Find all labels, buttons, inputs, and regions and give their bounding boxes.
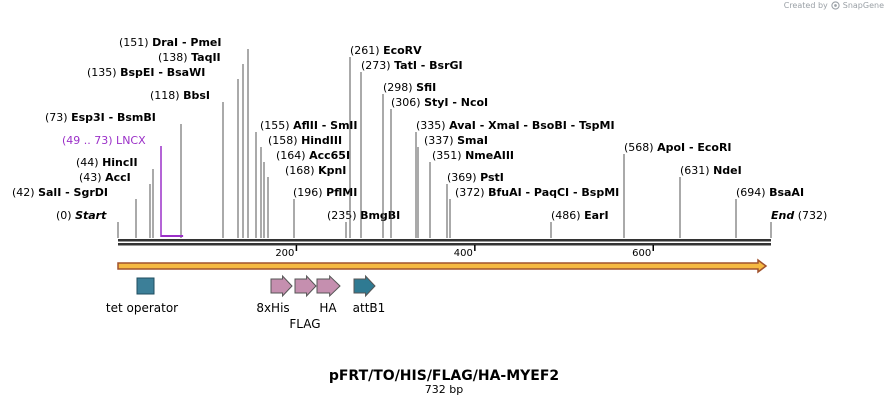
- site-acci[interactable]: (43) AccI: [79, 171, 151, 238]
- site-label-text: (298) SfiI: [383, 81, 436, 94]
- site-label-text: End (732): [771, 209, 827, 222]
- site-apoi[interactable]: (568) ApoI - EcoRI: [623, 141, 732, 238]
- site-kpni[interactable]: (168) KpnI: [267, 164, 346, 238]
- feature-name-label: FLAG: [289, 317, 320, 331]
- ruler-tick-label: 400: [454, 248, 473, 259]
- site-eari[interactable]: (486) EarI: [550, 209, 609, 238]
- feature-name-label: tet operator: [106, 301, 178, 315]
- site-psti[interactable]: (369) PstI: [446, 171, 504, 238]
- ruler-tick-400: 400: [454, 245, 476, 259]
- site-taqii[interactable]: (138) TaqII: [158, 51, 244, 238]
- site-acc65i[interactable]: (164) Acc65I: [263, 149, 350, 238]
- site-label-text: (168) KpnI: [285, 164, 346, 177]
- site-ecorv[interactable]: (261) EcoRV: [349, 44, 422, 238]
- site-hindiii[interactable]: (158) HindIII: [260, 134, 342, 238]
- site-label-text: (351) NmeAIII: [432, 149, 514, 162]
- site-nmeaiii[interactable]: (351) NmeAIII: [429, 149, 514, 238]
- site-label-text: (261) EcoRV: [350, 44, 422, 57]
- site-label-text: (0) Start: [56, 209, 107, 222]
- site-bsaai[interactable]: (694) BsaAI: [735, 186, 804, 238]
- feature-name-label: attB1: [353, 301, 386, 315]
- site-end[interactable]: End (732): [770, 209, 827, 238]
- site-label-text: (43) AccI: [79, 171, 131, 184]
- site-label-text: (631) NdeI: [680, 164, 742, 177]
- feature-ha[interactable]: HA: [316, 274, 341, 315]
- site-label-text: (196) PflMI: [293, 186, 357, 199]
- site-label-text: (568) ApoI - EcoRI: [624, 141, 732, 154]
- site-label-text: (273) TatI - BsrGI: [361, 59, 463, 72]
- site-sfii[interactable]: (298) SfiI: [382, 81, 436, 238]
- site-label-text: (44) HincII: [76, 156, 138, 169]
- plasmid-name: pFRT/TO/HIS/FLAG/HA-MYEF2: [329, 368, 559, 384]
- site-label-text: (337) SmaI: [424, 134, 488, 147]
- site-esp3i[interactable]: (73) Esp3I - BsmBI: [45, 111, 182, 238]
- site-sali[interactable]: (42) SalI - SgrDI: [12, 186, 137, 238]
- site-bspei[interactable]: (135) BspEI - BsaWI: [87, 66, 239, 238]
- site-hincii[interactable]: (44) HincII: [76, 156, 154, 238]
- credit-brand: SnapGene: [842, 1, 884, 10]
- site-label-text: (42) SalI - SgrDI: [12, 186, 108, 199]
- site-tati[interactable]: (273) TatI - BsrGI: [360, 59, 463, 238]
- site-label-text: (164) Acc65I: [276, 149, 350, 162]
- site-label-text: (138) TaqII: [158, 51, 221, 64]
- site-label-text: (306) StyI - NcoI: [391, 96, 488, 109]
- site-label-text: (486) EarI: [551, 209, 609, 222]
- site-ndei[interactable]: (631) NdeI: [679, 164, 742, 238]
- site-drai[interactable]: (151) DraI - PmeI: [119, 36, 249, 238]
- site-label-text: (73) Esp3I - BsmBI: [45, 111, 156, 124]
- site-label-text: (135) BspEI - BsaWI: [87, 66, 205, 79]
- site-styi[interactable]: (306) StyI - NcoI: [390, 96, 488, 238]
- site-smai[interactable]: (337) SmaI: [417, 134, 488, 238]
- sequence-backbone: [118, 239, 771, 246]
- site-label-text: (151) DraI - PmeI: [119, 36, 221, 49]
- site-bmgbi[interactable]: (235) BmgBI: [327, 209, 400, 238]
- site-avai[interactable]: (335) AvaI - XmaI - BsoBI - TspMI: [415, 119, 615, 238]
- site-label-text: (372) BfuAI - PaqCI - BspMI: [455, 186, 619, 199]
- site-aflii[interactable]: (155) AflII - SmlI: [255, 119, 357, 238]
- snapgene-credit: Created by SnapGene: [784, 1, 884, 10]
- site-label-text: (155) AflII - SmlI: [260, 119, 357, 132]
- feature-name-label: 8xHis: [256, 301, 289, 315]
- site-label-text: (158) HindIII: [268, 134, 342, 147]
- ruler-tick-600: 600: [632, 245, 654, 259]
- plasmid-length: 732 bp: [425, 383, 463, 396]
- snapgene-logo-icon: [831, 1, 840, 10]
- feature-tet-operator[interactable]: tet operator: [106, 277, 178, 315]
- site-bbsi[interactable]: (118) BbsI: [150, 89, 224, 238]
- feature-8xhis[interactable]: 8xHis: [256, 274, 293, 315]
- orf-arrow[interactable]: [117, 258, 768, 274]
- feature-name-label: HA: [319, 301, 337, 315]
- feature-flag[interactable]: FLAG: [289, 274, 321, 331]
- ruler-tick-200: 200: [275, 245, 298, 259]
- site-label-text: (335) AvaI - XmaI - BsoBI - TspMI: [416, 119, 615, 132]
- feature-attb1[interactable]: attB1: [353, 274, 386, 315]
- site-bfuai[interactable]: (372) BfuAI - PaqCI - BspMI: [449, 186, 619, 238]
- site-label-text: (235) BmgBI: [327, 209, 400, 222]
- feature-label-lncx[interactable]: (49 .. 73) LNCX: [62, 134, 184, 237]
- ruler-tick-label: 200: [275, 248, 294, 259]
- site-label-text: (694) BsaAI: [736, 186, 804, 199]
- site-label-text: (369) PstI: [447, 171, 504, 184]
- site-label-text: (118) BbsI: [150, 89, 210, 102]
- ruler-tick-label: 600: [632, 248, 651, 259]
- credit-prefix: Created by: [783, 1, 828, 10]
- feature-label-text: (49 .. 73) LNCX: [62, 134, 146, 147]
- site-start[interactable]: (0) Start: [56, 209, 119, 238]
